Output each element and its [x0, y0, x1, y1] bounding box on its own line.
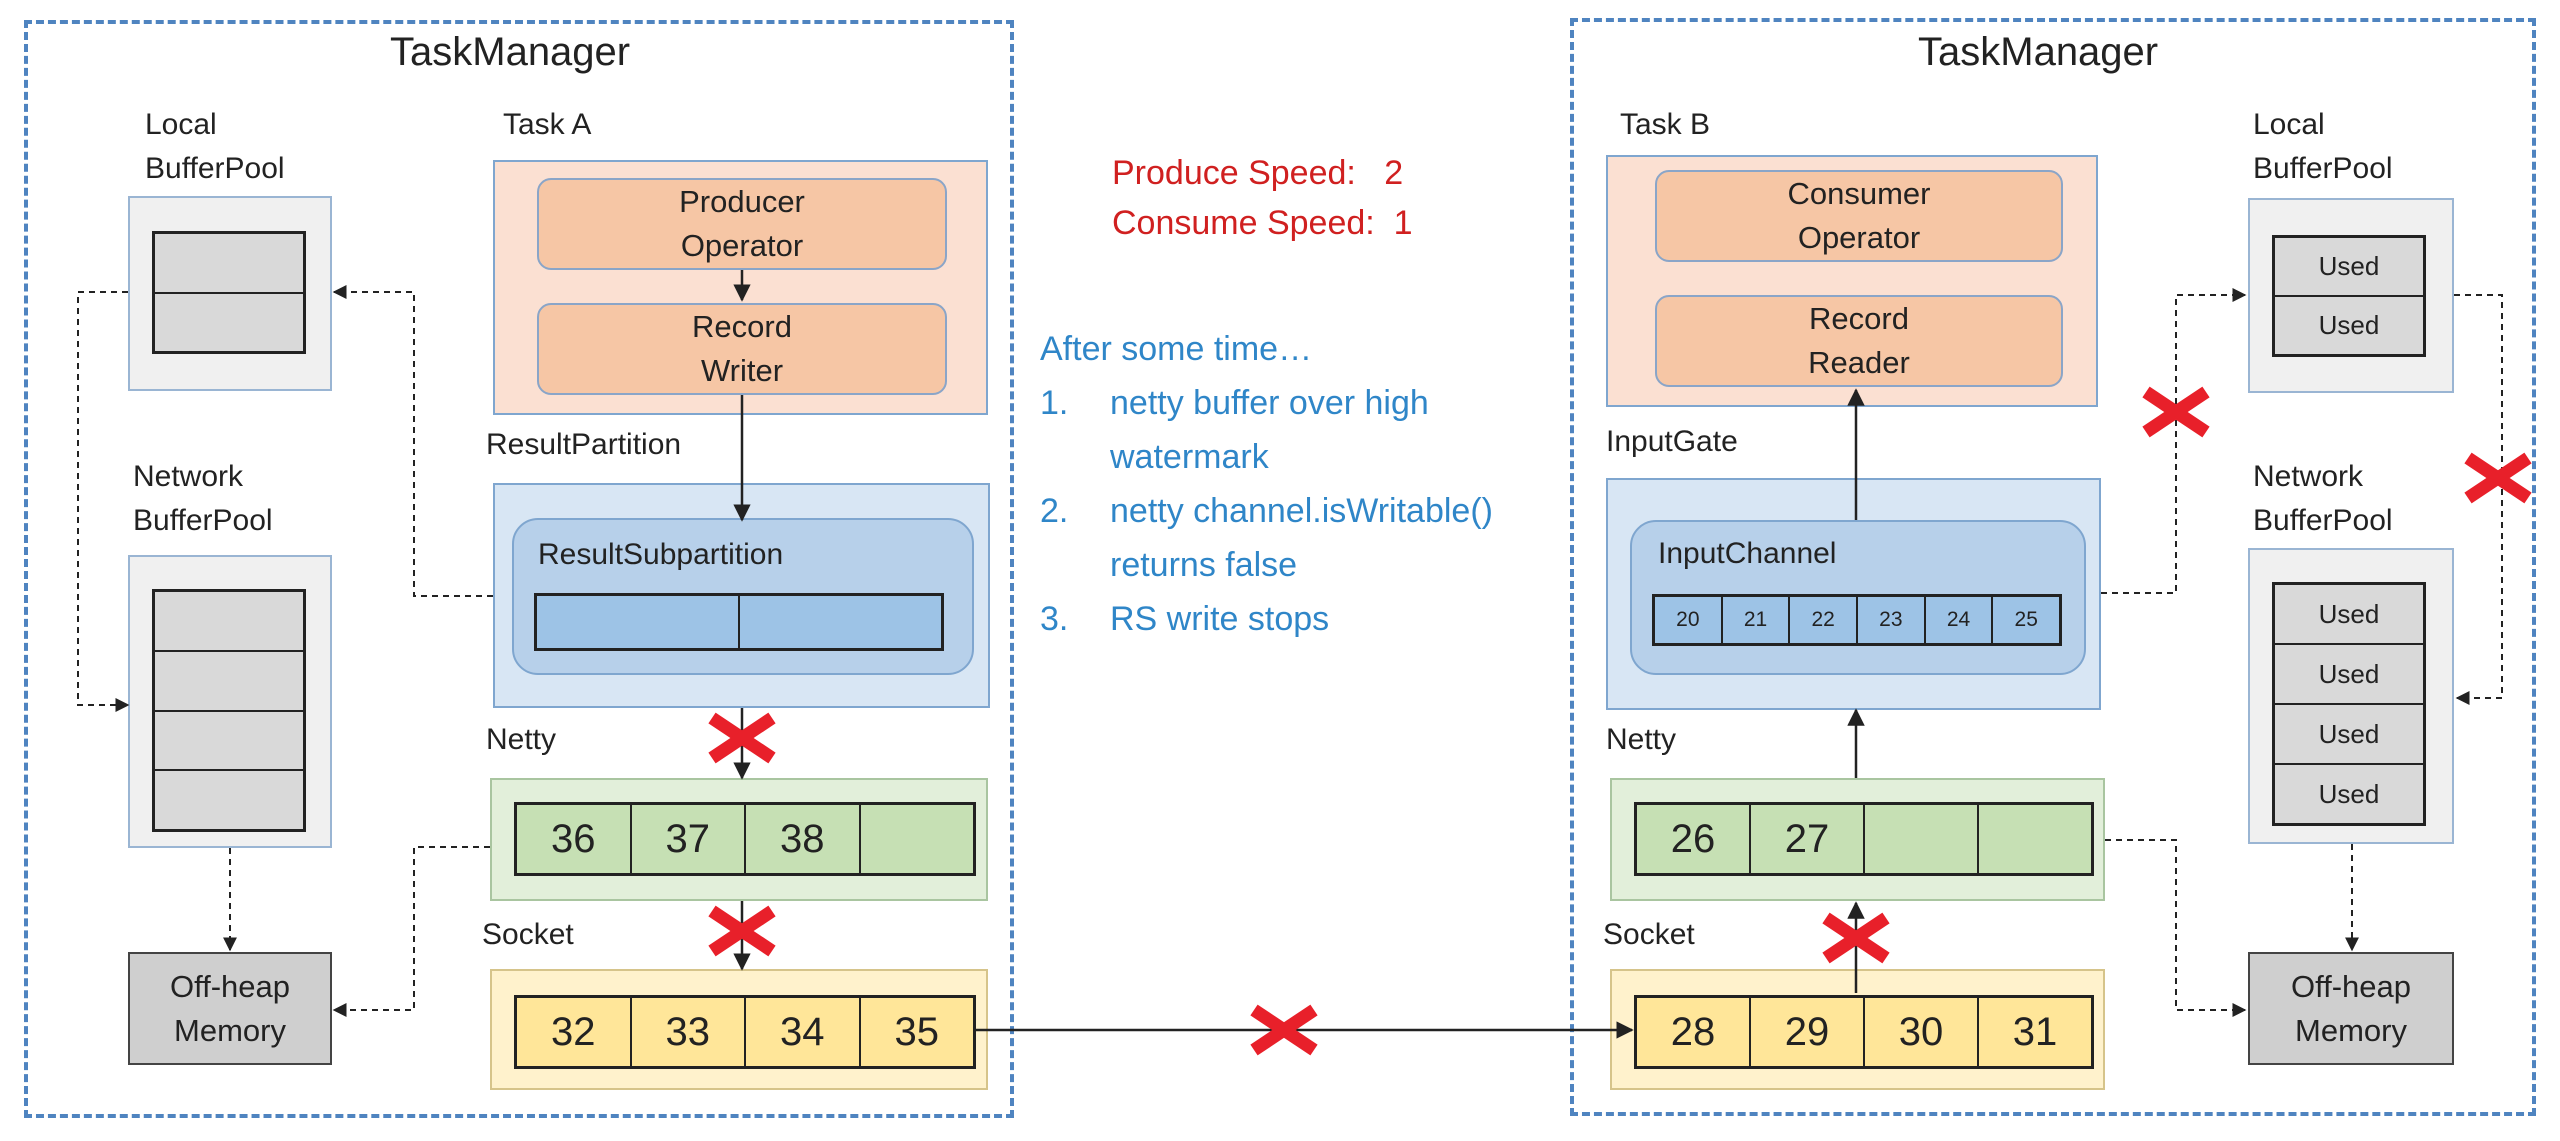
- buffer-slot-used: Used: [2275, 585, 2423, 643]
- buffer-slot: [155, 291, 303, 351]
- netty-slot: [1977, 805, 2091, 873]
- blocked-mark-right-local: [2142, 386, 2210, 438]
- input-gate-label: InputGate: [1606, 425, 1738, 458]
- socket-slot: 35: [858, 998, 974, 1066]
- buffer-slot-used: Used: [2275, 295, 2423, 354]
- socket-slot: 32: [551, 1009, 596, 1054]
- buffer-slot: [155, 769, 303, 829]
- right-network-bufferpool: Used Used Used Used: [2248, 548, 2454, 844]
- left-socket-label: Socket: [482, 918, 574, 951]
- socket-slot: 29: [1749, 998, 1863, 1066]
- left-local-bufferpool-slots: [152, 231, 306, 354]
- right-taskmanager-title: TaskManager: [1918, 30, 2159, 74]
- right-netty-buffers: 26 27: [1634, 802, 2094, 876]
- left-network-bufferpool-slots: [152, 589, 306, 832]
- notes-intro: After some time…: [1040, 330, 1313, 368]
- note-item: 1.netty buffer over high: [1040, 384, 1429, 422]
- left-netty-buffers: 36 37 38: [514, 802, 976, 876]
- note-item-cont: returns false: [1110, 546, 1298, 584]
- right-local-bufferpool-slots: Used Used: [2272, 235, 2426, 357]
- right-network-bufferpool-label: Network BufferPool: [2253, 460, 2393, 537]
- channel-slot: 25: [1991, 597, 2059, 643]
- blocked-mark-right-socket: [1822, 912, 1890, 964]
- socket-slot: 33: [629, 998, 745, 1066]
- buffer-slot-used: Used: [2275, 703, 2423, 763]
- right-socket-buffers: 28 29 30 31: [1634, 995, 2094, 1069]
- buffer-slot-used: Used: [2275, 643, 2423, 703]
- produce-speed: Produce Speed: 2: [1112, 154, 1404, 192]
- result-subpartition-buffers: [534, 593, 944, 651]
- socket-slot: 28: [1670, 1009, 1716, 1054]
- buffer-slot: [155, 592, 303, 650]
- netty-slot: 27: [1749, 805, 1863, 873]
- dashed-partition-to-local-pool: [332, 285, 493, 597]
- dashed-netty-to-offheap-right: [2105, 839, 2247, 1017]
- left-netty-label: Netty: [486, 723, 557, 756]
- left-network-bufferpool-label: Network BufferPool: [133, 460, 273, 537]
- consume-speed: Consume Speed: 1: [1112, 204, 1413, 242]
- buffer-slot: [738, 596, 941, 648]
- right-netty: 26 27: [1610, 778, 2105, 901]
- buffer-slot-used: Used: [2275, 763, 2423, 823]
- left-network-bufferpool: [128, 555, 332, 848]
- left-offheap-memory: Off-heap Memory: [128, 952, 332, 1065]
- buffer-slot: [155, 234, 303, 292]
- socket-slot: 34: [744, 998, 859, 1066]
- socket-slot: 30: [1863, 998, 1977, 1066]
- record-reader: Record Reader: [1655, 295, 2063, 387]
- left-netty: 36 37 38: [490, 778, 988, 901]
- netty-slot: [858, 805, 974, 873]
- channel-slot: 24: [1923, 597, 1992, 643]
- right-network-bufferpool-slots: Used Used Used Used: [2272, 582, 2426, 826]
- result-partition-label: ResultPartition: [486, 428, 682, 461]
- input-channel-buffers: 20 21 22 23 24 25: [1652, 594, 2062, 646]
- buffer-slot: [155, 649, 303, 710]
- dashed-local-to-network-pool-right: [2454, 294, 2503, 705]
- dashed-local-to-network-pool: [77, 291, 130, 712]
- note-item-cont: watermark: [1110, 438, 1269, 476]
- right-taskmanager: [1570, 18, 2536, 1116]
- netty-slot: 37: [629, 805, 745, 873]
- channel-slot: 23: [1856, 597, 1924, 643]
- netty-slot: 38: [744, 805, 859, 873]
- note-item: 2.netty channel.isWritable(): [1040, 492, 1493, 530]
- record-writer: Record Writer: [537, 303, 947, 395]
- blocked-mark-right-network: [2464, 452, 2532, 504]
- right-local-bufferpool: Used Used: [2248, 198, 2454, 393]
- result-subpartition-label: ResultSubpartition: [538, 538, 784, 571]
- netty-slot: 26: [1670, 816, 1716, 861]
- input-channel-label: InputChannel: [1658, 537, 1837, 570]
- producer-operator: Producer Operator: [537, 178, 947, 270]
- left-local-bufferpool: [128, 196, 332, 391]
- channel-slot: 20: [1676, 608, 1700, 631]
- note-item: 3.RS write stops: [1040, 600, 1330, 638]
- right-netty-label: Netty: [1606, 723, 1677, 756]
- left-socket-buffers: 32 33 34 35: [514, 995, 976, 1069]
- dashed-inputgate-to-local-pool: [2101, 288, 2247, 594]
- netty-slot: 36: [551, 816, 596, 861]
- blocked-mark-wire: [1250, 1004, 1318, 1056]
- task-a-label: Task A: [503, 108, 592, 141]
- left-taskmanager: [24, 20, 1014, 1118]
- notes: After some time… 1.netty buffer over hig…: [1040, 322, 1493, 646]
- socket-slot: 31: [1977, 998, 2091, 1066]
- dashed-netty-to-offheap: [332, 846, 490, 1017]
- buffer-slot: [155, 709, 303, 770]
- right-socket: 28 29 30 31: [1610, 969, 2105, 1090]
- blocked-mark-left-socket: [708, 905, 776, 957]
- left-local-bufferpool-label: Local BufferPool: [145, 108, 285, 185]
- left-taskmanager-title: TaskManager: [390, 30, 631, 74]
- right-socket-label: Socket: [1603, 918, 1695, 951]
- channel-slot: 22: [1788, 597, 1856, 643]
- blocked-mark-left-netty: [708, 712, 776, 764]
- buffer-slot-used: Used: [2275, 238, 2423, 295]
- channel-slot: 21: [1720, 597, 1789, 643]
- right-offheap-memory: Off-heap Memory: [2248, 952, 2454, 1065]
- consumer-operator: Consumer Operator: [1655, 170, 2063, 262]
- right-local-bufferpool-label: Local BufferPool: [2253, 108, 2393, 185]
- task-b-label: Task B: [1620, 108, 1711, 141]
- netty-slot: [1863, 805, 1977, 873]
